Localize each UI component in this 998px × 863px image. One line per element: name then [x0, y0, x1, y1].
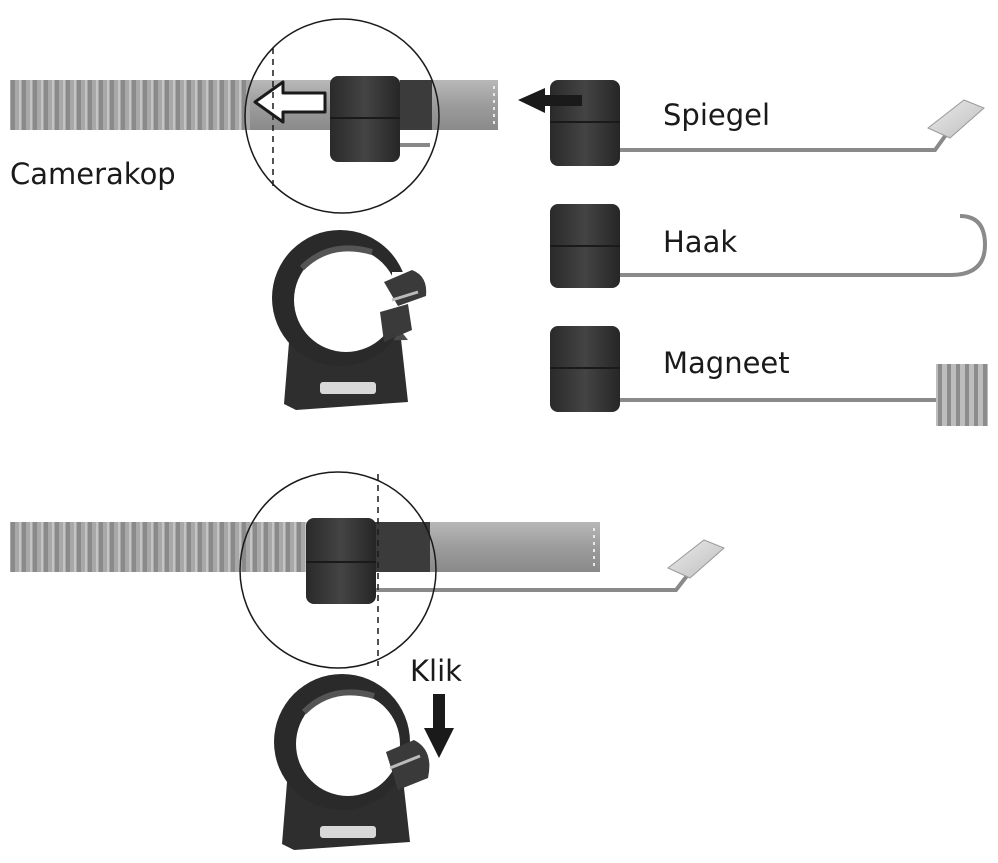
label-click: Klik [410, 654, 462, 688]
clip-ring-highlight-open [299, 245, 373, 271]
label-hook: Haak [663, 225, 738, 259]
label-camera-head: Camerakop [10, 157, 176, 191]
clip-ring-highlight-closed [301, 689, 375, 715]
hook-wire [620, 214, 988, 277]
mirror-plate [927, 99, 985, 139]
camera-hose-bottom [10, 522, 310, 572]
clip-tab-closed [386, 740, 430, 790]
detail-circle-bottom [239, 471, 437, 669]
clip-slot-closed [320, 826, 376, 838]
detail-circle-top [244, 18, 440, 214]
mirror-wire-mounted [376, 570, 692, 592]
bottom-assembly [10, 471, 725, 669]
mirror-wire [620, 130, 950, 152]
clip-detail-open [272, 230, 432, 410]
label-magnet: Magneet [663, 346, 790, 380]
clip-tab-edge-open [391, 290, 419, 302]
clip-tab-edge-closed [389, 754, 421, 770]
clip-ring-inner-closed [296, 692, 400, 796]
magnet-accessory [550, 326, 988, 426]
hook-accessory [550, 204, 988, 288]
mirror-plate-mounted [667, 539, 725, 579]
camera-hose-top [10, 80, 250, 130]
clip-tab-upper-open [384, 270, 427, 306]
clip-slot-open [320, 382, 376, 394]
top-assembly [10, 18, 498, 214]
clip-ring-inner-open [294, 248, 398, 352]
magnet-coil [936, 364, 988, 426]
clip-detail-closed [274, 674, 454, 850]
clip-tab-lower-open [380, 304, 412, 342]
left-arrow-icon [518, 88, 582, 113]
label-mirror: Spiegel [663, 98, 771, 132]
mirror-accessory [518, 80, 985, 166]
down-arrow-icon [424, 694, 454, 758]
camera-sleeve-bottom [374, 522, 430, 572]
camera-sleeve-top [400, 80, 432, 130]
